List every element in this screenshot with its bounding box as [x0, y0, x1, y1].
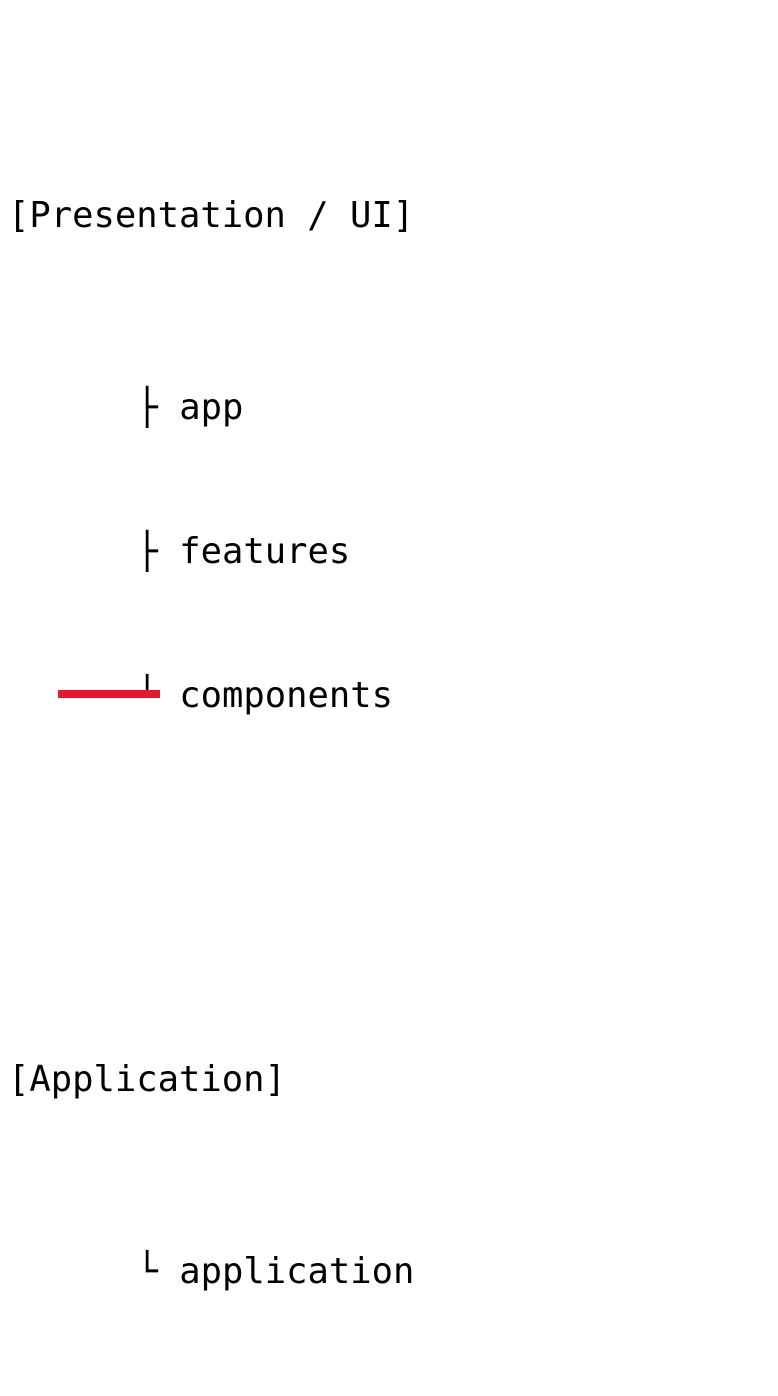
group-spacer	[8, 1392, 778, 1396]
layer-header-presentation-ui: [Presentation / UI]	[8, 195, 415, 236]
tree-node-label: app	[179, 387, 244, 428]
tree-node-components: └components	[8, 624, 778, 716]
group-spacer	[8, 816, 778, 864]
branch-tee-connector: ├	[136, 531, 158, 572]
tree-node-application: └ application	[8, 1200, 778, 1292]
tree-node-label: features	[179, 531, 351, 572]
layer-header-application: [Application]	[8, 1059, 286, 1100]
tree-node-label: components	[179, 675, 394, 716]
branch-elbow-connector: └	[136, 1251, 158, 1292]
tree-node-label: application	[179, 1251, 415, 1292]
branch-tee-connector: ├	[136, 387, 158, 428]
tree-node-app: ├ app	[8, 336, 778, 428]
clipped-red-bar	[58, 690, 160, 698]
tree-node-features: ├ features	[8, 480, 778, 572]
